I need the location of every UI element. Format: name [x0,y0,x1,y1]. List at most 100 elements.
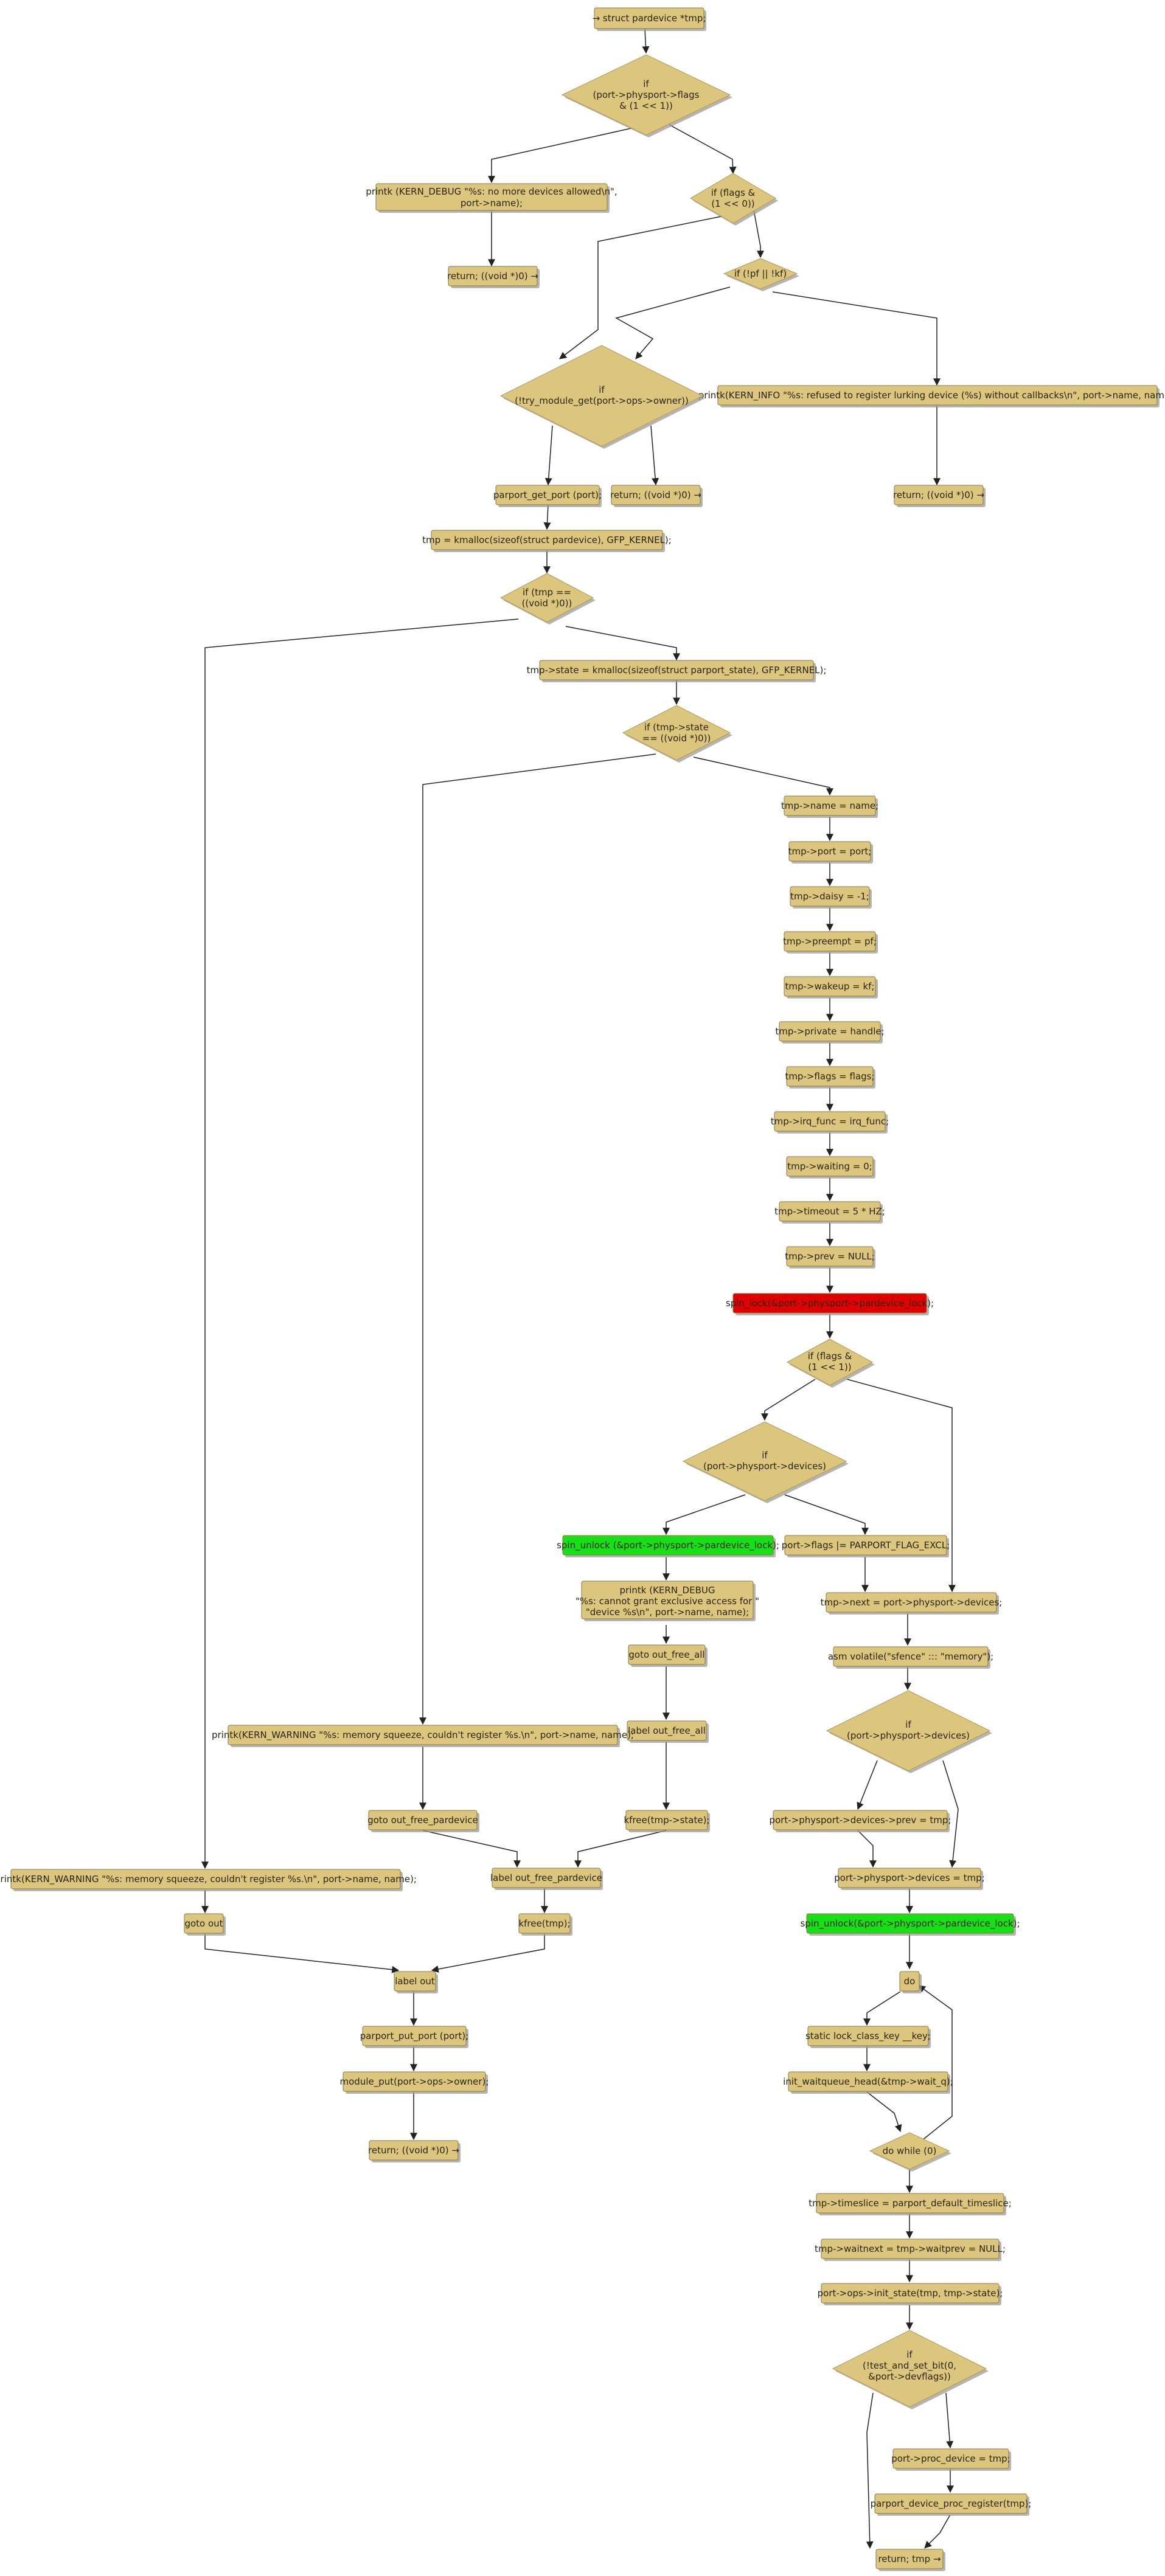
node-tmp-timeslice: tmp->timeslice = parport_default_timesli… [809,2193,1012,2215]
decision-label: if (flags & [808,1351,852,1362]
node-spin-unlock-excl: spin_unlock (&port->physport->pardevice_… [557,1535,779,1557]
edge-d11-n51 [866,2392,874,2549]
node-label: tmp->irq_func = irq_func; [771,1116,889,1127]
decision-label: if (!pf || !kf) [734,268,787,279]
decision-label: if [762,1450,768,1461]
edge-d1-d2 [669,124,737,175]
node-label: spin_unlock(&port->physport->pardevice_l… [800,1918,1020,1930]
node-module-put: module_put(port->ops->owner); [340,2071,489,2094]
node-label-out-free-pardevice: label out_free_pardevice [490,1868,603,1890]
node-label: goto out_free_pardevice [367,1815,478,1826]
decision-label: if [905,1719,911,1730]
decision-label: if (tmp->state [644,722,709,733]
decision-label: (port->physport->devices) [847,1730,970,1741]
node-label: port->physport->devices = tmp; [834,1872,984,1883]
node-label: kfree(tmp->state); [624,1815,709,1826]
edge-d7-d8 [761,1379,816,1421]
node-tmp-irq-func: tmp->irq_func = irq_func; [771,1111,889,1134]
node-label: asm volatile("sfence" ::: "memory"); [828,1651,993,1662]
node-tmp-name: tmp->name = name; [781,795,878,818]
node-label: printk(KERN_INFO "%s: refused to registe… [698,390,1165,401]
node-tmp-next: tmp->next = port->physport->devices; [821,1592,1002,1615]
edge-d11-n49 [945,2392,954,2449]
node-label: init_waitqueue_head(&tmp->wait_q); [783,2076,953,2088]
node-printk-no-more-devices: printk (KERN_DEBUG "%s: no more devices … [366,183,617,213]
node-label: printk(KERN_WARNING "%s: memory squeeze,… [0,1874,417,1885]
node-label: port->ops->init_state(tmp, tmp->state); [818,2288,1003,2299]
node-label: return; ((void *)0) → [893,490,984,500]
node-label: port->flags |= PARPORT_FLAG_EXCL; [782,1540,950,1551]
node-tmp-timeout: tmp->timeout = 5 * HZ; [774,1201,885,1224]
node-label: label out_free_all [628,1725,706,1737]
node-label: "%s: cannot grant exclusive access for " [576,1596,759,1607]
node-label: parport_get_port (port); [493,490,602,501]
decision-try-module-get: if (!try_module_get(port->ops->owner)) [499,345,705,449]
node-label: parport_device_proc_register(tmp); [871,2498,1032,2510]
node-label: parport_put_port (port); [360,2031,469,2042]
node-label: static lock_class_key __key; [805,2031,931,2042]
node-label: spin_lock(&port->physport->pardevice_loc… [726,1298,934,1309]
decision-label: if [906,2349,913,2360]
edge-d8-n23 [784,1494,869,1536]
edge-d3-n4 [772,291,941,386]
edge-n37-n39 [431,1934,545,1973]
node-devices-assign: port->physport->devices = tmp; [834,1868,985,1890]
node-tmp-flags: tmp->flags = flags; [785,1066,875,1089]
node-tmp-waiting: tmp->waiting = 0; [786,1156,875,1179]
node-label: → struct pardevice *tmp; [593,13,706,24]
decision-flags-bit1: if (flags & (1 << 1)) [786,1338,875,1388]
node-tmp-preempt: tmp->preempt = pf; [783,931,878,954]
node-kmalloc-pardevice: tmp = kmalloc(sizeof(struct pardevice), … [422,530,672,552]
node-devices-prev: port->physport->devices->prev = tmp; [770,1810,951,1832]
node-label: tmp->port = port; [788,846,872,857]
node-label: port->name); [461,198,523,209]
edge-d7-n26 [846,1379,956,1593]
node-label: spin_unlock (&port->physport->pardevice_… [557,1540,779,1551]
edge-d9-n32 [857,1760,878,1810]
decision-label: (1 << 0)) [711,198,754,209]
node-label: tmp->private = handle; [775,1026,884,1037]
decision-no-callbacks: if (!pf || !kf) [723,258,799,291]
edge-n32-n35 [857,1830,877,1868]
node-tmp-waitnext: tmp->waitnext = tmp->waitprev = NULL; [815,2238,1006,2261]
node-goto-out-free-all: goto out_free_all [628,1644,708,1667]
decision-devices-exist: if (port->physport->devices) [826,1690,992,1773]
node-declare-tmp: → struct pardevice *tmp; [593,7,706,31]
node-tmp-prev: tmp->prev = NULL; [785,1246,875,1269]
node-label: return; ((void *)0) → [368,2145,459,2156]
node-do: do [899,1971,922,1993]
node-kfree-tmp: kfree(tmp); [518,1913,572,1936]
node-label: port->physport->devices->prev = tmp; [770,1815,951,1826]
node-label: port->proc_device = tmp; [891,2453,1010,2465]
decision-label: (port->physport->devices) [703,1461,826,1472]
node-kmalloc-state: tmp->state = kmalloc(sizeof(struct parpo… [527,660,826,682]
node-label-out-free-all: label out_free_all [627,1720,709,1743]
edge-d9-n35 [942,1760,959,1868]
node-return-null-3: return; ((void *)0) → [893,485,986,507]
node-label: tmp->wakeup = kf; [785,981,875,992]
node-return-null-1: return; ((void *)0) → [447,266,540,288]
node-static-lock-key: static lock_class_key __key; [805,2026,931,2048]
edge-d2-d4a [559,215,725,359]
decision-label: (!test_and_set_bit(0, [863,2360,956,2372]
nodes: → struct pardevice *tmp; if (port->physp… [0,7,1165,2571]
edge-d6-n10 [693,757,833,796]
node-parport-get-port: parport_get_port (port); [493,485,602,507]
decision-label: if [599,384,605,395]
node-label: tmp->name = name; [781,800,878,811]
node-flag-excl: port->flags |= PARPORT_FLAG_EXCL; [782,1535,950,1557]
decision-label: if [643,78,649,89]
node-label: tmp->daisy = -1; [790,891,869,902]
node-parport-put-port: parport_put_port (port); [360,2026,469,2048]
decision-label: do while (0) [883,2145,937,2156]
node-goto-out: goto out [184,1913,226,1936]
decision-flags-bit0: if (flags & (1 << 0)) [690,173,778,226]
node-spin-lock: spin_lock(&port->physport->pardevice_loc… [726,1293,934,1315]
edge-d5-n28 [201,618,519,1869]
node-spin-unlock: spin_unlock(&port->physport->pardevice_l… [800,1913,1020,1936]
edge-n31-n34 [574,1830,667,1868]
decision-label: ((void *)0)) [522,598,572,609]
edge-d3-d4b [615,286,731,359]
decision-label: (!try_module_get(port->ops->owner)) [515,395,689,407]
node-label: printk(KERN_WARNING "%s: memory squeeze,… [212,1729,634,1741]
